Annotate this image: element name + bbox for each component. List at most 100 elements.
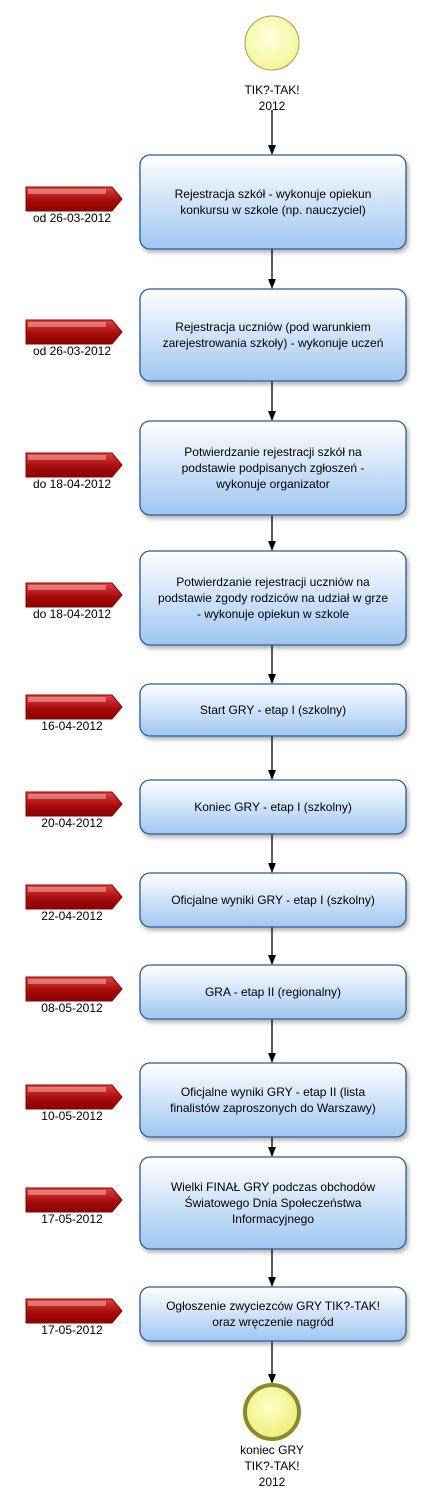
step-date-label: od 26-03-2012 (32, 344, 112, 358)
step-date-label: 20-04-2012 (41, 816, 103, 830)
process-step-text: Rejestracja uczniów (pod warunkiem zareje… (147, 319, 400, 351)
connector-arrow (268, 1137, 276, 1157)
text-line: TIK?-TAK! (244, 83, 300, 97)
text-line: konkursu w szkole (np. nauczyciel) (180, 203, 366, 217)
date-marker-arrow (25, 976, 123, 1002)
connector-arrow (268, 1019, 276, 1063)
connector-arrow (268, 736, 276, 780)
text-line: Rejestracja uczniów (pod warunkiem (175, 320, 371, 334)
text-line: - wykonuje opiekun w szkole (196, 607, 350, 621)
step-date-label: 17-05-2012 (41, 1212, 103, 1226)
step-date-label: 17-05-2012 (41, 1323, 103, 1337)
date-marker-arrow (25, 582, 123, 608)
process-step-text: Oficjalne wyniki GRY - etap I (szkolny) (155, 892, 391, 908)
process-step-text: Potwierdzanie rejestracji uczniów na pods… (142, 574, 404, 622)
step-date-label: 16-04-2012 (41, 719, 103, 733)
text-line: Potwierdzanie rejestracji szkół na (184, 445, 362, 459)
text-line: 2012 (258, 1475, 286, 1489)
step-date-label: 08-05-2012 (41, 1001, 103, 1015)
text-line: Informacyjnego (231, 1212, 315, 1226)
text-line: podstawie podpisanych zgłoszeń - (181, 461, 365, 475)
date-marker-arrow (25, 1298, 123, 1324)
connector-arrow (268, 645, 276, 684)
end-event (243, 1383, 301, 1441)
connector-arrow (268, 110, 276, 155)
process-step-label: Koniec GRY - etap I (szkolny) (140, 780, 406, 834)
date-marker-layer (25, 186, 123, 1324)
step-date-label: 22-04-2012 (41, 909, 103, 923)
text-line: 2012 (258, 99, 286, 113)
date-marker-arrow (25, 884, 123, 910)
text-line: koniec GRY (240, 1443, 304, 1457)
process-step-box (139, 779, 407, 835)
text-line: Światowego Dnia Społeczeństwa (184, 1196, 362, 1210)
text-line: Start GRY - etap I (szkolny) (199, 703, 347, 717)
date-marker-arrow (25, 1084, 123, 1110)
text-line: Oficjalne wyniki GRY - etap I (szkolny) (171, 893, 375, 907)
connector-arrow (268, 381, 276, 421)
process-step-box (139, 550, 407, 646)
connector-arrow (268, 515, 276, 551)
step-date-label: od 26-03-2012 (32, 211, 112, 225)
connector-arrow (268, 1249, 276, 1287)
text-line: Wielki FINAŁ GRY podczas obchodów (170, 1180, 376, 1194)
process-step-label: Start GRY - etap I (szkolny) (140, 684, 406, 736)
process-step-text: GRA - etap II (regionalny) (189, 984, 357, 1000)
connector-arrow (268, 249, 276, 289)
text-line: GRA - etap II (regionalny) (204, 985, 342, 999)
step-date-label: do 18-04-2012 (32, 607, 112, 621)
text-line: Potwierdzanie rejestracji uczniów na (176, 575, 370, 589)
connector-arrow (268, 834, 276, 873)
process-step-label: Ogłoszenie zwyciezców GRY TIK?-TAK! oraz … (140, 1287, 406, 1341)
process-step-label: Potwierdzanie rejestracji uczniów na pods… (140, 551, 406, 645)
step-date-label: do 18-04-2012 (32, 477, 112, 491)
text-line: finalistów zaproszonych do Warszawy) (170, 1101, 376, 1115)
process-step-label: Rejestracja uczniów (pod warunkiem zareje… (140, 289, 406, 381)
text-line: oraz wręczenie nagród (212, 1315, 334, 1329)
text-line: Oficjalne wyniki GRY - etap II (lista (180, 1085, 366, 1099)
text-line: TIK?-TAK! (244, 1459, 300, 1473)
process-step-text: Potwierdzanie rejestracji szkół na podsta… (166, 444, 381, 492)
process-step-box (139, 288, 407, 382)
process-step-text: Start GRY - etap I (szkolny) (184, 702, 362, 718)
text-line: zarejestrowania szkoły) - wykonuje uczeń (162, 336, 384, 350)
process-step-box (139, 1156, 407, 1250)
process-step-box (139, 683, 407, 737)
date-marker-arrow (25, 1187, 123, 1213)
process-step-text: Oficjalne wyniki GRY - etap II (lista fin… (154, 1084, 392, 1116)
process-step-box (139, 1062, 407, 1138)
start-event (244, 15, 300, 71)
connector-layer (268, 110, 276, 1384)
text-line: Koniec GRY - etap I (szkolny) (194, 800, 352, 814)
date-marker-arrow (25, 452, 123, 478)
process-step-label: Potwierdzanie rejestracji szkół na podsta… (140, 421, 406, 515)
process-step-text: Ogłoszenie zwyciezców GRY TIK?-TAK! oraz … (150, 1298, 396, 1330)
process-step-box (139, 964, 407, 1020)
date-marker-arrow (25, 186, 123, 212)
connector-arrow (268, 927, 276, 965)
text-line: Rejestracja szkół - wykonuje opiekun (174, 187, 372, 201)
process-step-box (139, 872, 407, 928)
process-step-label: GRA - etap II (regionalny) (140, 965, 406, 1019)
process-step-text: Koniec GRY - etap I (szkolny) (178, 799, 368, 815)
process-step-label: Oficjalne wyniki GRY - etap I (szkolny) (140, 873, 406, 927)
event-layer (243, 15, 301, 1441)
text-line: wykonuje organizator (216, 477, 330, 491)
connector-arrow (268, 1341, 276, 1384)
step-date-label: 10-05-2012 (41, 1109, 103, 1123)
date-marker-arrow (25, 791, 123, 817)
date-marker-arrow (25, 319, 123, 345)
process-step-box (139, 420, 407, 516)
date-marker-arrow (25, 694, 123, 720)
text-line: podstawie zgody rodziców na udział w grz… (157, 591, 389, 605)
process-step-label: Oficjalne wyniki GRY - etap II (lista fin… (140, 1063, 406, 1137)
start-event-label: TIK?-TAK! 2012 (202, 82, 342, 114)
end-event-label: koniec GRY TIK?-TAK! 2012 (202, 1442, 342, 1490)
process-step-label: Rejestracja szkół - wykonuje opiekun konk… (140, 155, 406, 249)
text-line: Ogłoszenie zwyciezców GRY TIK?-TAK! (166, 1299, 380, 1313)
process-step-text: Rejestracja szkół - wykonuje opiekun konk… (159, 186, 388, 218)
process-step-box (139, 154, 407, 250)
